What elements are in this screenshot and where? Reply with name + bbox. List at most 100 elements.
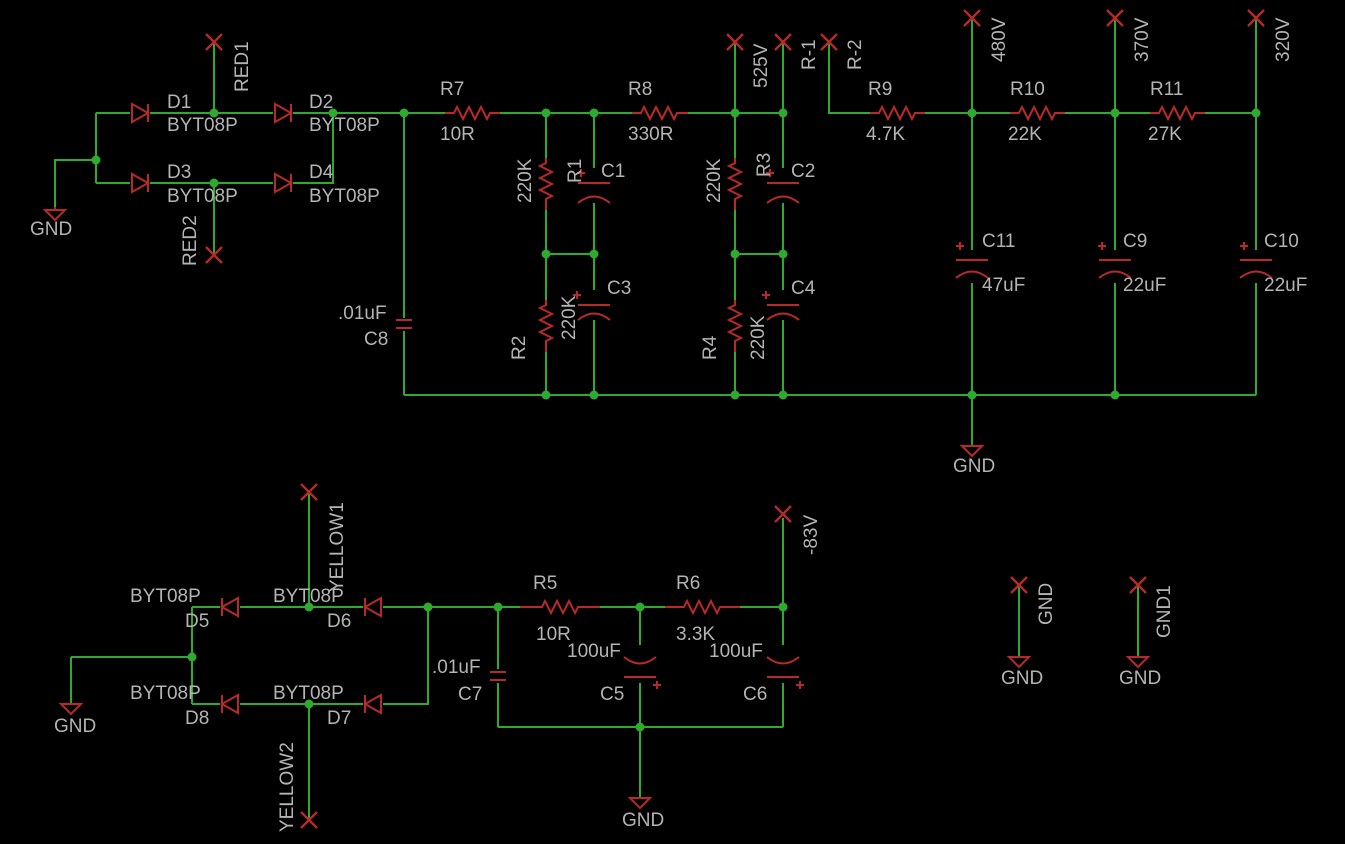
capacitor-c8 xyxy=(396,319,412,329)
capacitor-c5 xyxy=(623,656,661,689)
ground-symbol-bottom-left xyxy=(58,703,84,716)
c6-value: 100uF xyxy=(709,641,763,662)
r-2-label: R-2 xyxy=(845,39,866,70)
capacitor-c7 xyxy=(490,671,506,681)
r-1-label: R-1 xyxy=(799,39,820,70)
d8-value: BYT08P xyxy=(130,683,201,704)
c9-label: C9 xyxy=(1123,231,1147,252)
c11-value: 47uF xyxy=(982,275,1025,296)
c7-value: .01uF xyxy=(432,657,481,678)
resistor-r4 xyxy=(726,300,744,352)
ground-symbol-bottom xyxy=(627,797,653,810)
yellow1-marker xyxy=(300,483,318,501)
320v-marker xyxy=(1247,9,1265,27)
diode-d8 xyxy=(219,693,239,715)
d5-value: BYT08P xyxy=(130,586,201,607)
diode-d6 xyxy=(362,596,382,618)
r2-marker xyxy=(820,33,838,51)
d7-value: BYT08P xyxy=(273,683,344,704)
c11-label: C11 xyxy=(982,231,1015,252)
capacitor-c1 xyxy=(577,169,611,204)
c1-label: C1 xyxy=(601,161,625,182)
d1-label: D1 xyxy=(167,92,191,113)
ground-symbol-top xyxy=(959,445,985,458)
gnd-pin-marker xyxy=(1010,576,1028,594)
525v-marker xyxy=(726,33,744,51)
diode-d2 xyxy=(274,102,294,124)
c5-label: C5 xyxy=(600,684,624,705)
capacitor-c2 xyxy=(766,169,800,204)
red2-marker xyxy=(205,246,223,264)
r11-label: R11 xyxy=(1150,79,1183,100)
r6-value: 3.3K xyxy=(676,624,715,645)
c10-label: C10 xyxy=(1264,231,1299,252)
c2-label: C2 xyxy=(791,161,815,182)
capacitor-c4 xyxy=(762,291,800,321)
c8-value: .01uF xyxy=(338,303,387,324)
r8-value: 330R xyxy=(628,124,673,145)
gnd1-pin-marker xyxy=(1129,576,1147,594)
minus83v-label: -83V xyxy=(801,515,822,555)
r3-value: 220K xyxy=(704,158,725,203)
d6-label: D6 xyxy=(327,611,351,632)
d8-label: D8 xyxy=(185,708,209,729)
d3-label: D3 xyxy=(167,162,191,183)
labels: D1 BYT08P D2 BYT08P D3 BYT08P D4 BYT08P … xyxy=(30,17,1307,832)
525v-label: 525V xyxy=(751,43,772,88)
r7-value: 10R xyxy=(440,124,475,145)
resistor-r10 xyxy=(1010,104,1065,122)
r1-value: 220K xyxy=(515,158,536,203)
yellow1-label: YELLOW1 xyxy=(327,502,348,592)
c7-label: C7 xyxy=(458,684,482,705)
ground-symbol-gnd1-pin xyxy=(1125,656,1151,669)
red2-label: RED2 xyxy=(180,215,201,266)
yellow2-label: YELLOW2 xyxy=(277,742,298,832)
diode-d3 xyxy=(131,172,151,194)
diode-d1 xyxy=(131,102,151,124)
gnd-bottom-left-label: GND xyxy=(54,716,96,737)
r1-marker xyxy=(774,33,792,51)
resistor-r11 xyxy=(1150,104,1205,122)
connector-markers xyxy=(205,9,1265,829)
gnd-pin-label: GND xyxy=(1036,583,1057,625)
d4-label: D4 xyxy=(309,162,334,183)
resistor-r6 xyxy=(665,598,740,616)
r9-value: 4.7K xyxy=(866,124,905,145)
gnd-top-left-label: GND xyxy=(30,219,72,240)
d2-value: BYT08P xyxy=(309,115,380,136)
r10-label: R10 xyxy=(1010,79,1045,100)
r5-label: R5 xyxy=(533,573,557,594)
320v-label: 320V xyxy=(1273,17,1294,62)
capacitor-c6 xyxy=(766,656,804,689)
d1-value: BYT08P xyxy=(167,115,238,136)
r6-label: R6 xyxy=(676,573,700,594)
370v-marker xyxy=(1106,9,1124,27)
c9-value: 22uF xyxy=(1123,275,1166,296)
capacitor-c9 xyxy=(1098,242,1132,279)
370v-label: 370V xyxy=(1132,17,1153,62)
gnd-top-label: GND xyxy=(953,456,995,477)
gnd1-pin-symbol-label: GND xyxy=(1119,668,1161,689)
d7-label: D7 xyxy=(327,708,351,729)
resistor-r5 xyxy=(520,598,600,616)
480v-marker xyxy=(963,9,981,27)
resistor-r9 xyxy=(870,104,925,122)
resistor-r7 xyxy=(445,104,500,122)
d3-value: BYT08P xyxy=(167,186,238,207)
gnd-pin-symbol-label: GND xyxy=(1001,668,1043,689)
c4-label: C4 xyxy=(791,278,816,299)
resistor-r2 xyxy=(537,300,555,352)
gnd-bottom-label: GND xyxy=(622,810,664,831)
diode-d7 xyxy=(362,693,382,715)
capacitor-c10 xyxy=(1239,242,1273,279)
resistor-r3 xyxy=(726,158,744,210)
yellow2-marker xyxy=(300,811,318,829)
r4-value: 220K xyxy=(748,315,769,360)
r5-value: 10R xyxy=(536,624,571,645)
gnd1-pin-label: GND1 xyxy=(1154,585,1175,638)
d6-value: BYT08P xyxy=(273,586,344,607)
junctions xyxy=(91,108,1261,732)
r1-label: R1 xyxy=(565,159,586,183)
diode-d5 xyxy=(219,596,239,618)
